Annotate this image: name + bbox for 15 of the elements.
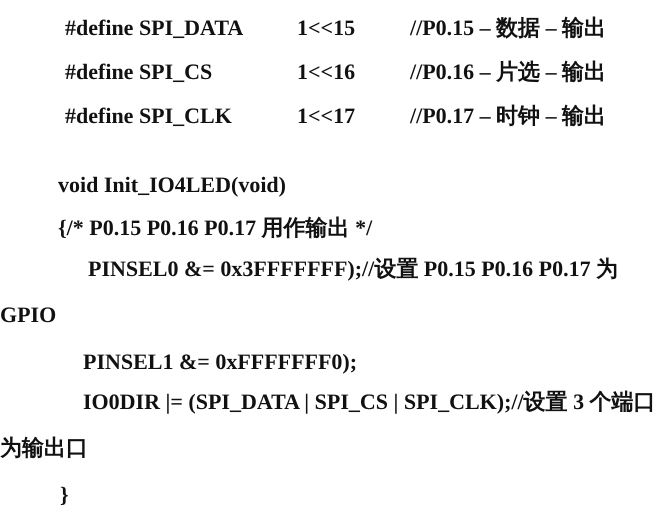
code-line: PINSEL0 &= 0x3FFFFFFF);//设置 P0.15 P0.16 P0.17 为 GPIO [0, 255, 620, 329]
code-line: void Init_IO4LED(void) [58, 172, 286, 198]
code-line: IO0DIR |= (SPI_DATA | SPI_CS | SPI_CLK);//设置 3 个端口为输出口 [0, 388, 657, 462]
code-line: //P0.17 – 时钟 – 输出 [410, 103, 606, 129]
code-line: 1<<17 [297, 103, 356, 129]
code-line: //P0.16 – 片选 – 输出 [410, 59, 606, 85]
code-line: #define SPI_CS [65, 59, 212, 85]
code-line: #define SPI_CLK [65, 103, 232, 129]
code-line: //P0.15 – 数据 – 输出 [410, 15, 606, 41]
code-line: #define SPI_DATA [65, 15, 244, 41]
code-line: } [60, 482, 69, 508]
code-line: PINSEL1 &= 0xFFFFFFF0); [83, 349, 358, 375]
code-line: 1<<15 [297, 15, 356, 41]
code-line: 1<<16 [297, 59, 356, 85]
code-line: {/* P0.15 P0.16 P0.17 用作输出 */ [58, 215, 372, 241]
